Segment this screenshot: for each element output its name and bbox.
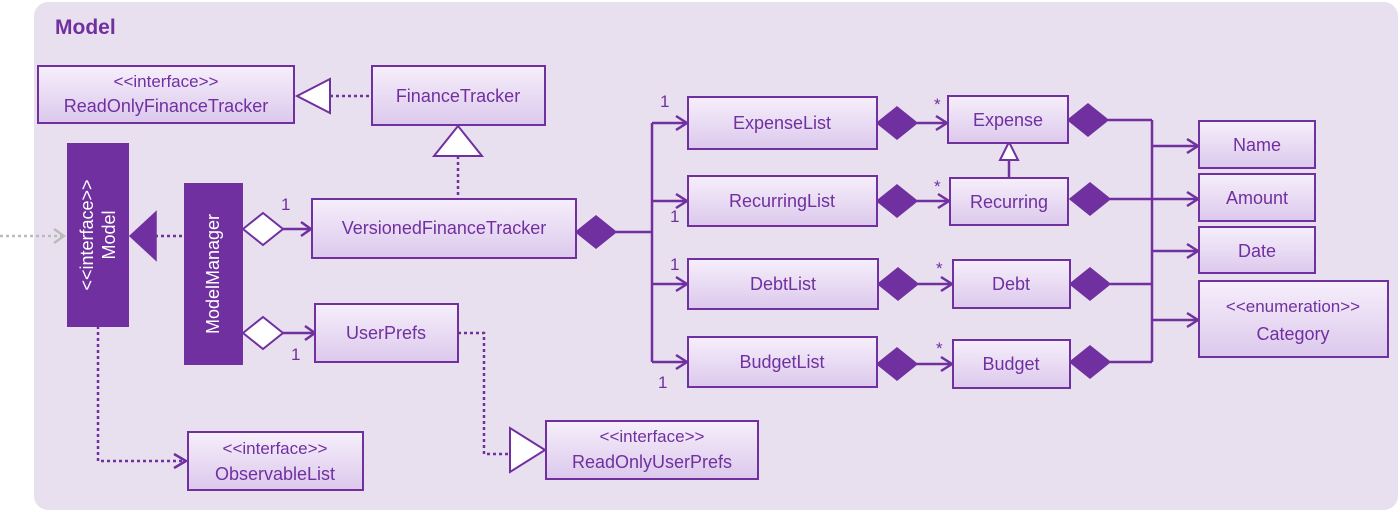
class-observable-list: <<interface>> ObservableList — [187, 431, 364, 491]
class-category: <<enumeration>> Category — [1198, 280, 1389, 358]
class-date: Date — [1198, 226, 1316, 274]
class-finance-tracker: FinanceTracker — [371, 65, 546, 126]
svg-text:ReadOnlyFinanceTracker: ReadOnlyFinanceTracker — [64, 96, 268, 116]
class-name: Name — [1198, 120, 1316, 169]
class-model-manager: ModelManager — [184, 183, 243, 365]
svg-text:Date: Date — [1238, 241, 1276, 261]
vft-generalization — [431, 124, 485, 200]
package-title: Model — [55, 16, 116, 39]
mult-vft-debt-list: 1 — [670, 255, 679, 274]
svg-text:Name: Name — [1233, 135, 1281, 155]
svg-text:FinanceTracker: FinanceTracker — [396, 86, 520, 106]
svg-text:UserPrefs: UserPrefs — [346, 323, 426, 343]
manager-vft-aggregation: 1 — [241, 195, 314, 247]
mult-vft-recurring-list: 1 — [670, 207, 679, 226]
svg-text:RecurringList: RecurringList — [729, 191, 835, 211]
finance-tracker-realization — [294, 77, 372, 115]
svg-text:<<interface>>: <<interface>> — [77, 179, 97, 290]
mult-manager-vft: 1 — [281, 195, 290, 214]
svg-text:ObservableList: ObservableList — [215, 464, 335, 484]
svg-text:Category: Category — [1256, 324, 1329, 344]
recurring-list-composition: * — [875, 177, 952, 218]
svg-text:<<enumeration>>: <<enumeration>> — [1226, 297, 1360, 316]
svg-text:Budget: Budget — [982, 354, 1039, 374]
class-expense: Expense — [947, 95, 1069, 144]
class-budget-list: BudgetList — [687, 336, 878, 388]
class-debt-list: DebtList — [687, 258, 879, 310]
class-amount: Amount — [1198, 173, 1316, 222]
items-fields-composition — [1066, 103, 1201, 379]
svg-text:Recurring: Recurring — [970, 192, 1048, 212]
mult-budget: * — [936, 339, 943, 358]
svg-text:<<interface>>: <<interface>> — [223, 439, 328, 458]
svg-text:DebtList: DebtList — [750, 274, 816, 294]
external-dependency-arrow — [0, 227, 67, 245]
mult-recurring: * — [934, 177, 941, 196]
svg-text:Amount: Amount — [1226, 188, 1288, 208]
userprefs-realization — [458, 331, 547, 474]
svg-text:Model: Model — [99, 210, 119, 259]
expense-list-composition: * — [875, 95, 950, 140]
mult-manager-userprefs: 1 — [291, 345, 300, 364]
mult-vft-budget-list: 1 — [658, 373, 667, 392]
model-observable-dependency — [96, 326, 189, 470]
mult-vft-expense-list: 1 — [660, 92, 669, 111]
svg-text:<<interface>>: <<interface>> — [600, 427, 705, 446]
svg-text:Expense: Expense — [973, 110, 1043, 130]
class-recurring: Recurring — [949, 177, 1069, 226]
svg-text:ExpenseList: ExpenseList — [733, 113, 831, 133]
class-read-only-user-prefs: <<interface>> ReadOnlyUserPrefs — [545, 420, 759, 480]
class-recurring-list: RecurringList — [687, 175, 878, 227]
budget-list-composition: * — [875, 339, 955, 381]
class-expense-list: ExpenseList — [687, 96, 878, 150]
mult-expense: * — [934, 95, 941, 114]
svg-text:VersionedFinanceTracker: VersionedFinanceTracker — [342, 218, 546, 238]
svg-text:<<interface>>: <<interface>> — [114, 72, 219, 91]
class-read-only-finance-tracker: <<interface>> ReadOnlyFinanceTracker — [37, 65, 295, 124]
svg-text:BudgetList: BudgetList — [739, 352, 824, 372]
mult-debt: * — [936, 259, 943, 278]
class-budget: Budget — [952, 339, 1071, 389]
model-manager-realization — [128, 210, 185, 262]
class-user-prefs: UserPrefs — [314, 303, 459, 363]
recurring-generalization — [998, 139, 1020, 178]
class-debt: Debt — [952, 259, 1071, 309]
class-versioned-finance-tracker: VersionedFinanceTracker — [311, 198, 577, 259]
svg-text:ReadOnlyUserPrefs: ReadOnlyUserPrefs — [572, 452, 732, 472]
svg-text:ModelManager: ModelManager — [203, 214, 223, 334]
svg-text:Debt: Debt — [992, 274, 1030, 294]
class-model-interface: <<interface>> Model — [67, 143, 129, 327]
